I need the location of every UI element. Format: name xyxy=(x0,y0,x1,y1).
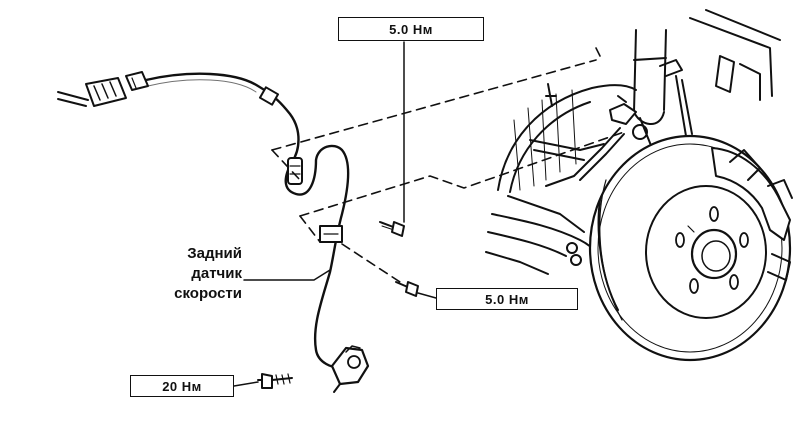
bolt-lower xyxy=(257,373,293,389)
torque-label-middle: 5.0 Нм xyxy=(436,288,578,310)
strut-assembly xyxy=(633,9,781,149)
bolt-middle xyxy=(395,281,419,297)
brake-caliper xyxy=(711,147,793,281)
sensor-callout-line-2: датчик xyxy=(191,265,242,282)
sensor-callout-line-3: скорости xyxy=(174,285,242,302)
torque-label-lower: 20 Нм xyxy=(130,375,234,397)
sensor-callout-label: Задний датчик скорости xyxy=(132,244,242,304)
leader-lines xyxy=(233,41,437,387)
sensor-connector xyxy=(57,71,149,107)
dashed-alignment-lines xyxy=(271,47,625,283)
sensor-callout-line-1: Задний xyxy=(187,245,242,262)
speed-sensor-head xyxy=(330,345,370,393)
wheel-housing xyxy=(497,83,637,193)
sensor-harness-cable xyxy=(144,72,350,369)
brake-disc xyxy=(588,134,792,362)
strut-bracket xyxy=(545,95,648,187)
bolt-upper xyxy=(379,221,405,237)
torque-label-top: 5.0 Нм xyxy=(338,17,484,41)
